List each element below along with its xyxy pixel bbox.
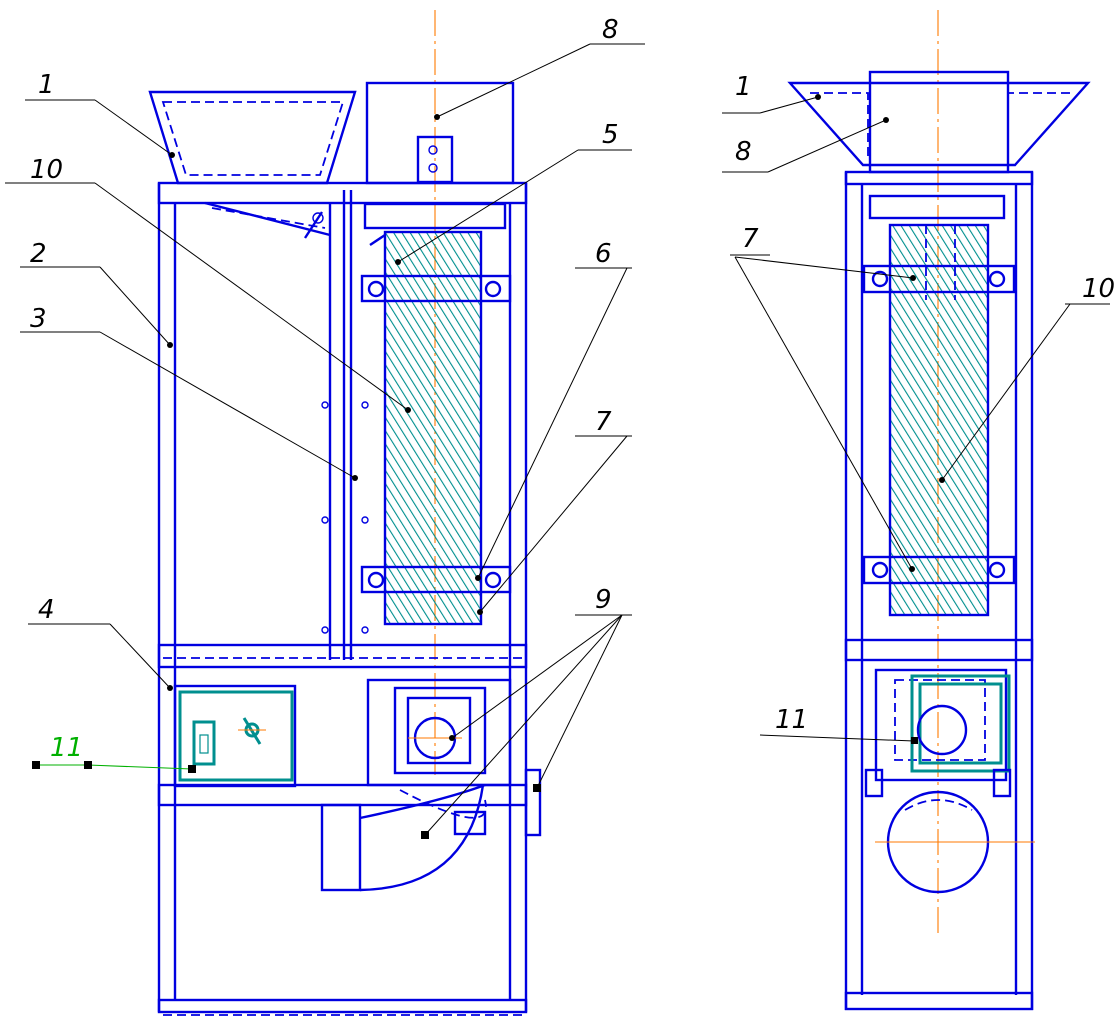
front-top-housing [365, 81, 515, 185]
callout-5: 5 [395, 120, 632, 265]
callout-7: 7 [477, 407, 632, 615]
side-callout-7-number: 7 [742, 224, 759, 254]
front-deflector [369, 234, 386, 246]
side-bearing-upper [862, 264, 1016, 294]
callout-9: 9 [421, 585, 632, 839]
callout-11-number: 11 [50, 733, 83, 763]
front-motor [366, 678, 512, 787]
side-outlet-pipe [875, 790, 1035, 894]
side-bearing-lower [862, 555, 1016, 585]
front-view [148, 10, 542, 1016]
callout-6-number: 6 [595, 239, 612, 269]
callout-2-number: 2 [30, 239, 47, 269]
side-callout-8: 8 [722, 117, 889, 173]
side-frame [844, 170, 1034, 1011]
side-hopper [787, 81, 1091, 167]
front-top-plate [363, 202, 507, 230]
callout-10-number: 10 [30, 155, 63, 185]
side-auger [888, 223, 990, 617]
callout-5-number: 5 [602, 120, 619, 150]
side-top-housing [868, 70, 1010, 174]
front-auger [383, 230, 483, 626]
side-motor [864, 668, 1012, 798]
callout-9-number: 9 [595, 585, 612, 615]
callout-10: 10 [5, 155, 411, 413]
callout-1: 1 [25, 70, 175, 158]
side-callouts: 1 8 7 10 11 [722, 72, 1115, 744]
front-bearing-upper [360, 274, 512, 303]
side-callout-1: 1 [722, 72, 821, 114]
side-callout-10-number: 10 [1082, 274, 1115, 304]
callout-7-number: 7 [595, 407, 612, 437]
front-control-box [173, 684, 297, 788]
front-bearing-lower [360, 565, 512, 594]
side-callout-11: 11 [759, 705, 918, 744]
side-callout-7: 7 [730, 224, 916, 572]
front-hopper [148, 90, 357, 185]
callout-4-number: 4 [38, 595, 55, 625]
callout-11: 11 [32, 733, 196, 773]
front-chute [204, 201, 331, 239]
callout-2: 2 [20, 239, 173, 348]
callout-8: 8 [434, 15, 645, 120]
callout-8-number: 8 [602, 15, 619, 45]
callout-6: 6 [475, 239, 632, 581]
side-callout-10: 10 [939, 274, 1115, 483]
front-outlet-elbow [320, 768, 542, 892]
callout-1-number: 1 [38, 70, 55, 100]
callout-4: 4 [28, 595, 173, 691]
callout-3: 3 [20, 304, 358, 481]
side-callout-8-number: 8 [735, 137, 752, 167]
side-callout-11-number: 11 [775, 705, 808, 735]
callout-3-number: 3 [30, 304, 47, 334]
side-view [787, 10, 1091, 1011]
front-callouts: 1 10 2 3 4 [5, 15, 645, 839]
side-callout-1-number: 1 [735, 72, 752, 102]
